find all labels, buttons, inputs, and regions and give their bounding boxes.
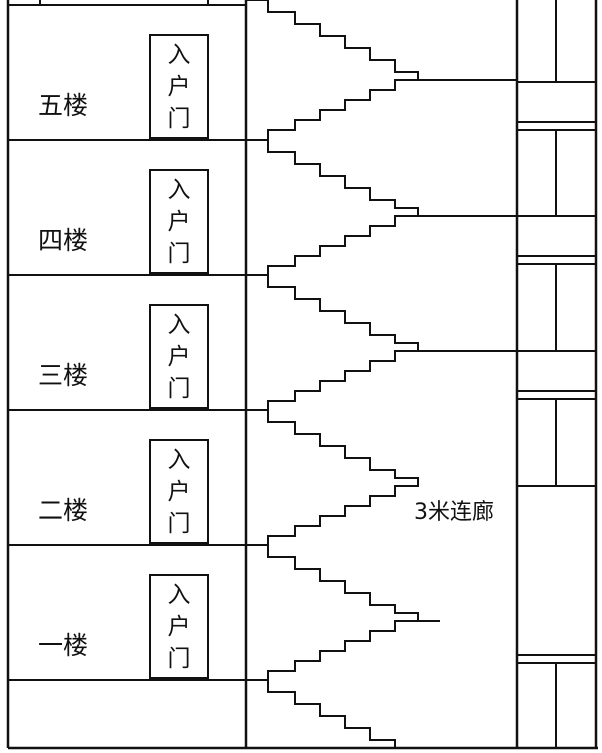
entrance-door: 入 户 门 (149, 169, 209, 274)
door-label-char: 户 (168, 479, 191, 505)
floor-2: 二楼 入 户 门 (38, 439, 209, 544)
stair-flight (246, 679, 396, 748)
door-label-char: 门 (168, 646, 191, 672)
floor-1: 一楼 入 户 门 (38, 574, 209, 679)
door-label-char: 入 (168, 312, 191, 338)
corridor-structure (515, 0, 598, 748)
door-label-char: 门 (168, 106, 191, 132)
door-label-char: 门 (168, 376, 191, 402)
door-label-char: 门 (168, 511, 191, 537)
door-frame (149, 169, 209, 274)
staircase (246, 0, 419, 748)
door-frame (149, 34, 209, 139)
door-frame (149, 304, 209, 409)
entrance-door: 入 户 门 (149, 574, 209, 679)
stair-flight (246, 0, 419, 141)
stair-flight (246, 544, 419, 681)
floor-label: 一楼 (38, 631, 88, 660)
entrance-door: 入 户 门 (149, 304, 209, 409)
door-label-char: 户 (168, 614, 191, 640)
floor-3: 三楼 入 户 门 (38, 304, 209, 409)
floor-5: 五楼 入 户 门 (38, 34, 209, 139)
stair-flight (246, 139, 419, 276)
door-frame (149, 574, 209, 679)
door-label-char: 入 (168, 582, 191, 608)
door-frame (149, 439, 209, 544)
door-label-char: 门 (168, 241, 191, 267)
stair-flight (246, 409, 419, 546)
door-label-char: 户 (168, 209, 191, 235)
corridor-label: 3米连廊 (414, 500, 494, 525)
floor-label: 三楼 (38, 361, 88, 390)
entrance-door: 入 户 门 (149, 34, 209, 139)
floor-4: 四楼 入 户 门 (38, 169, 209, 274)
stair-landings (395, 79, 517, 622)
floor-label: 五楼 (38, 91, 88, 120)
door-label-char: 户 (168, 74, 191, 100)
floor-label: 二楼 (38, 496, 88, 525)
floor-slabs (8, 4, 246, 681)
floor-label: 四楼 (38, 226, 88, 255)
door-label-char: 户 (168, 344, 191, 370)
door-label-char: 入 (168, 42, 191, 68)
stair-flight (246, 274, 419, 411)
door-label-char: 入 (168, 447, 191, 473)
entrance-door: 入 户 门 (149, 439, 209, 544)
door-label-char: 入 (168, 177, 191, 203)
